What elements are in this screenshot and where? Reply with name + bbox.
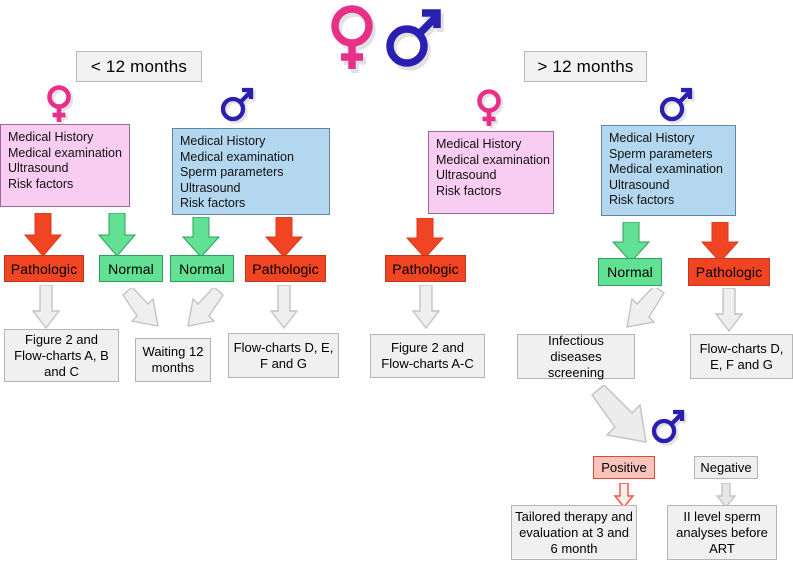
arrow-to-waiting-from-female-normal (120, 286, 174, 334)
outcome-box-infectious-screening: Infectious diseases screening (517, 333, 635, 380)
arrow-to-infectious-screening (613, 285, 669, 336)
period-label-less-12-months: < 12 months (76, 51, 202, 82)
arrow-normal-lt12-female (97, 212, 137, 258)
assessment-item: Medical History (436, 137, 522, 151)
arrow-to-flowcharts-defg-lt12 (269, 284, 299, 330)
arrow-to-waiting-from-male-normal (172, 286, 226, 334)
arrow-screening-to-result (587, 383, 667, 447)
outcome-box-flowcharts-defg-gt12: Flow-charts D, E, F and G (690, 334, 793, 379)
result-box-pathologic-gt12-female: Pathologic (385, 255, 466, 282)
arrow-to-figure2-gt12 (411, 284, 441, 330)
assessment-box-gt12-male: Medical History Sperm parameters Medical… (601, 125, 736, 216)
assessment-item: Risk factors (436, 183, 502, 198)
top-female-symbol-icon (325, 2, 381, 74)
assessment-item: Ultrasound (8, 161, 69, 176)
assessment-box-lt12-male: Medical History Medical examination Sper… (172, 128, 330, 215)
branch-female-symbol-icon-gt12 (474, 88, 508, 132)
assessment-item: Ultrasound (609, 177, 670, 192)
result-box-negative: Negative (694, 456, 758, 479)
result-box-positive: Positive (593, 456, 655, 479)
arrow-pathologic-lt12-male (264, 216, 304, 259)
assessment-item: Risk factors (609, 193, 675, 208)
outcome-box-figure2-flowcharts-abc: Figure 2 and Flow-charts A, B and C (4, 329, 119, 382)
branch-male-symbol-icon-gt12 (658, 84, 696, 128)
outcome-box-waiting-12-months: Waiting 12 months (135, 338, 211, 382)
assessment-item: Medical History (609, 131, 695, 145)
assessment-box-gt12-female: Medical History Medical examination Ultr… (428, 131, 554, 214)
assessment-item: Risk factors (180, 196, 246, 211)
arrow-to-flowcharts-defg-gt12 (714, 287, 744, 333)
assessment-item: Medical History (180, 134, 266, 148)
assessment-box-lt12-female: Medical History Medical examination Ultr… (0, 124, 130, 207)
assessment-item: Ultrasound (180, 180, 241, 195)
assessment-item: Sperm parameters (180, 165, 284, 180)
top-male-symbol-icon (383, 0, 445, 72)
result-box-normal-lt12-male: Normal (170, 255, 234, 282)
assessment-item: Medical examination (436, 152, 550, 167)
assessment-item: Medical History (8, 130, 94, 144)
screening-male-symbol-icon (650, 406, 688, 450)
branch-female-symbol-icon-lt12 (44, 84, 78, 128)
outcome-box-ii-level-sperm-analyses: II level sperm analyses before ART (667, 505, 777, 560)
branch-male-symbol-icon-lt12 (219, 84, 257, 128)
assessment-item: Risk factors (8, 176, 74, 191)
outcome-box-tailored-therapy: Tailored therapy and evaluation at 3 and… (511, 505, 637, 560)
assessment-item: Medical examination (8, 145, 122, 160)
period-label-greater-12-months: > 12 months (524, 51, 647, 82)
arrow-pathologic-lt12-female (23, 212, 63, 258)
result-box-pathologic-lt12-female: Pathologic (4, 255, 84, 282)
result-box-pathologic-lt12-male: Pathologic (245, 255, 326, 282)
arrow-pathologic-gt12-female (405, 217, 445, 260)
assessment-item: Sperm parameters (609, 146, 713, 161)
assessment-item: Medical examination (180, 149, 294, 164)
arrow-to-figure2-lt12 (31, 284, 61, 330)
result-box-normal-lt12-female: Normal (99, 255, 163, 282)
result-box-normal-gt12-male: Normal (598, 258, 662, 286)
outcome-box-figure2-flowcharts-ac: Figure 2 and Flow-charts A-C (370, 334, 485, 378)
arrow-normal-lt12-male (181, 216, 221, 259)
outcome-box-flowcharts-defg-lt12: Flow-charts D, E, F and G (228, 333, 339, 378)
result-box-pathologic-gt12-male: Pathologic (688, 258, 770, 286)
assessment-item: Medical examination (609, 162, 723, 177)
assessment-item: Ultrasound (436, 168, 497, 183)
